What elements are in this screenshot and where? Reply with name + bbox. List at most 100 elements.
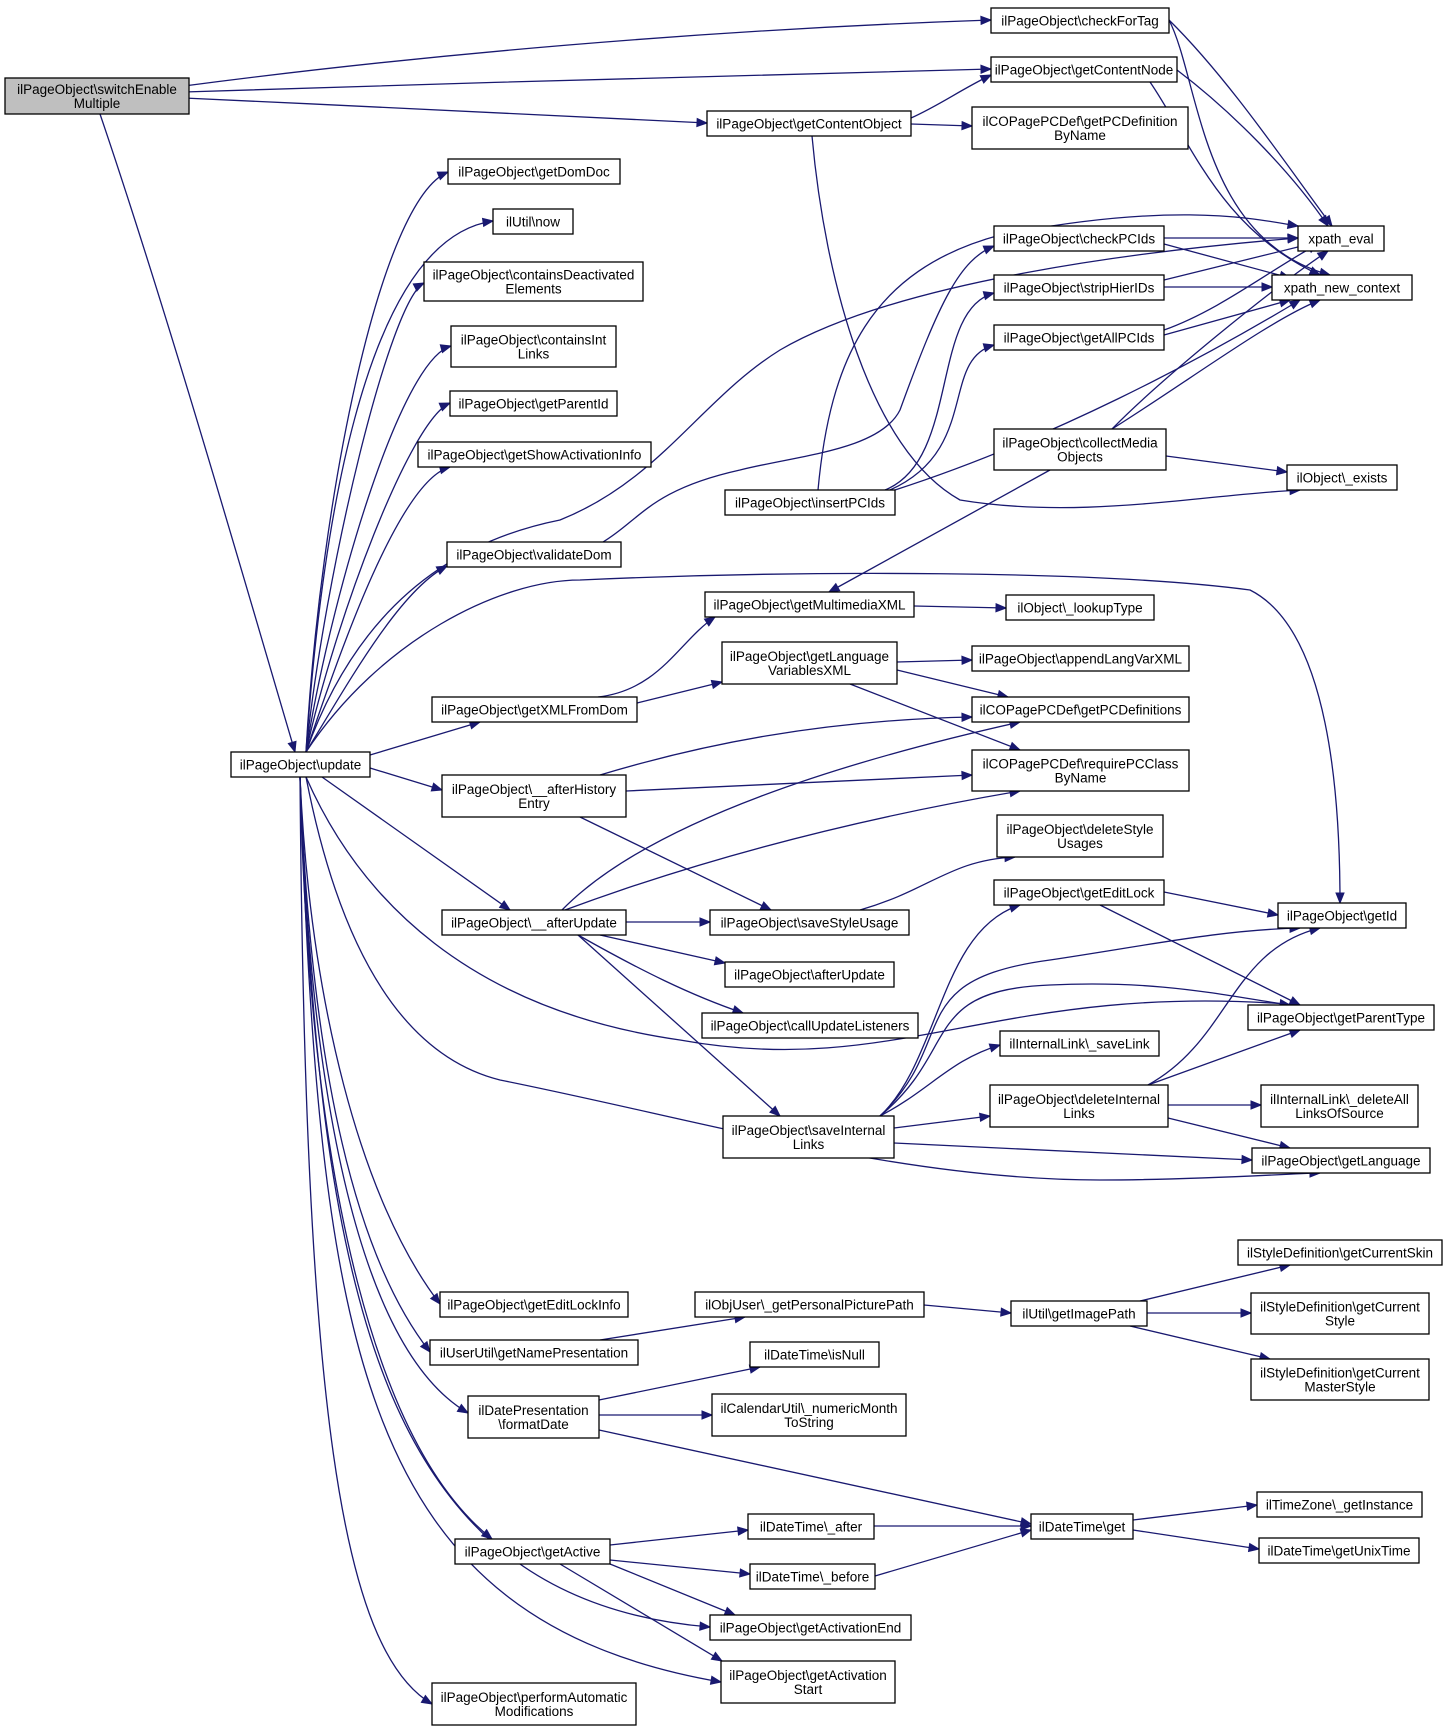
node-box: [1005, 594, 1155, 621]
node-box: [724, 489, 896, 516]
edge-line: [299, 776, 441, 1305]
node-label: ilPageObject\getXMLFromDom: [441, 703, 628, 718]
edge-line: [321, 776, 511, 911]
node-getNamePresentation[interactable]: ilUserUtil\getNamePresentation: [429, 1339, 639, 1366]
node-getPersonalPicturePath[interactable]: ilObjUser\_getPersonalPicturePath: [694, 1291, 925, 1318]
arrowhead-icon: [1000, 1307, 1013, 1317]
node-getXMLFromDom[interactable]: ilPageObject\getXMLFromDom: [431, 696, 638, 723]
node-dt_before[interactable]: ilDateTime\_before: [749, 1563, 876, 1590]
node-now[interactable]: ilUtil\now: [492, 208, 574, 235]
node-lookupType[interactable]: ilObject\_lookupType: [1005, 594, 1155, 621]
node-dt_after[interactable]: ilDateTime\_after: [747, 1513, 875, 1540]
edge-line: [305, 572, 1341, 904]
node-formatDate[interactable]: ilDatePresentation\formatDate: [467, 1395, 600, 1439]
edge-line: [1111, 250, 1329, 430]
node-getCurrentSkin[interactable]: ilStyleDefinition\getCurrentSkin: [1237, 1239, 1443, 1266]
node-getId[interactable]: ilPageObject\getId: [1277, 902, 1407, 929]
node-label: ilStyleDefinition\getCurrent: [1260, 1366, 1420, 1381]
node-afterUpdate[interactable]: ilPageObject\afterUpdate: [724, 961, 895, 988]
node-appendLangVarXML[interactable]: ilPageObject\appendLangVarXML: [971, 645, 1190, 672]
node-checkPCIds[interactable]: ilPageObject\checkPCIds: [993, 225, 1165, 252]
node-update[interactable]: ilPageObject\update: [230, 751, 371, 778]
node-obj_exists[interactable]: ilObject\_exists: [1286, 464, 1398, 491]
edge-line: [183, 97, 708, 124]
node-box: [431, 1682, 637, 1726]
node-u_afterUpdate[interactable]: ilPageObject\__afterUpdate: [441, 909, 627, 936]
edge-dt_before-to-dt_get: [874, 1528, 1033, 1577]
node-getParentType[interactable]: ilPageObject\getParentType: [1247, 1004, 1435, 1031]
node-getContentObject[interactable]: ilPageObject\getContentObject: [706, 110, 912, 137]
node-validateDom[interactable]: ilPageObject\validateDom: [446, 541, 622, 568]
arrowhead-icon: [961, 120, 974, 131]
edge-collectMediaObjects-to-xpath_new_context: [1111, 299, 1322, 430]
node-getEditLock[interactable]: ilPageObject\getEditLock: [993, 879, 1165, 906]
node-insertPCIds[interactable]: ilPageObject\insertPCIds: [724, 489, 896, 516]
node-getActive[interactable]: ilPageObject\getActive: [454, 1538, 611, 1565]
node-label: ilPageObject\update: [240, 758, 362, 773]
node-label: Modifications: [495, 1704, 574, 1719]
edge-update-to-afterHistoryEntry: [369, 767, 444, 792]
node-xpath_new_context[interactable]: xpath_new_context: [1271, 274, 1413, 301]
node-box: [1251, 1147, 1431, 1174]
edge-afterHistoryEntry-to-requirePCClassByName: [625, 770, 974, 792]
node-label: Links: [1063, 1106, 1095, 1121]
node-performAutomaticModifications[interactable]: ilPageObject\performAutomaticModificatio…: [431, 1682, 637, 1726]
node-box: [230, 751, 371, 778]
edge-update-to-getActivationEnd: [299, 776, 712, 1631]
edge-getActive-to-dt_after: [609, 1526, 750, 1546]
node-checkForTag[interactable]: ilPageObject\checkForTag: [990, 7, 1170, 34]
node-getUnixTime[interactable]: ilDateTime\getUnixTime: [1258, 1537, 1420, 1564]
edge-update-to-getActive: [299, 776, 494, 1540]
edge-line: [874, 1529, 1032, 1577]
node-getContentNode[interactable]: ilPageObject\getContentNode: [990, 56, 1178, 83]
node-xpath_eval[interactable]: xpath_eval: [1297, 225, 1385, 252]
node-saveStyleUsage[interactable]: ilPageObject\saveStyleUsage: [709, 909, 910, 936]
node-getLanguage[interactable]: ilPageObject\getLanguage: [1251, 1147, 1431, 1174]
node-box: [993, 324, 1165, 351]
node-getMultimediaXML[interactable]: ilPageObject\getMultimediaXML: [704, 591, 915, 618]
node-box: [1010, 1300, 1148, 1327]
node-label: ilCalendarUtil\_numericMonth: [720, 1401, 897, 1416]
node-getAllPCIds[interactable]: ilPageObject\getAllPCIds: [993, 324, 1165, 351]
edge-line: [305, 402, 451, 753]
node-callUpdateListeners[interactable]: ilPageObject\callUpdateListeners: [701, 1012, 919, 1039]
node-dt_get[interactable]: ilDateTime\get: [1030, 1513, 1134, 1540]
arrowhead-icon: [1286, 219, 1300, 230]
node-stripHierIDs[interactable]: ilPageObject\stripHierIDs: [993, 274, 1165, 301]
node-getEditLockInfo[interactable]: ilPageObject\getEditLockInfo: [439, 1291, 629, 1318]
node-saveLink[interactable]: ilInternalLink\_saveLink: [999, 1030, 1160, 1057]
node-box: [431, 696, 638, 723]
edge-line: [896, 659, 973, 663]
arrowhead-icon: [1288, 299, 1302, 310]
node-getPCDefinitions[interactable]: ilCOPagePCDef\getPCDefinitions: [971, 696, 1190, 723]
node-isNull[interactable]: ilDateTime\isNull: [749, 1341, 880, 1368]
node-label: ilDateTime\_before: [756, 1570, 870, 1585]
node-getDomDoc[interactable]: ilPageObject\getDomDoc: [447, 158, 621, 185]
arrowhead-icon: [438, 402, 452, 412]
node-getShowActivationInfo[interactable]: ilPageObject\getShowActivationInfo: [417, 441, 652, 468]
node-label: ilPageObject\stripHierIDs: [1004, 281, 1155, 296]
node-box: [749, 1563, 876, 1590]
node-getImagePath[interactable]: ilUtil\getImagePath: [1010, 1300, 1148, 1327]
node-getInstance[interactable]: ilTimeZone\_getInstance: [1256, 1491, 1423, 1518]
arrowhead-icon: [699, 1621, 712, 1631]
node-getActivationEnd[interactable]: ilPageObject\getActivationEnd: [709, 1614, 912, 1641]
edge-collectMediaObjects-to-xpath_eval: [1111, 250, 1330, 430]
node-getParentId[interactable]: ilPageObject\getParentId: [449, 390, 618, 417]
